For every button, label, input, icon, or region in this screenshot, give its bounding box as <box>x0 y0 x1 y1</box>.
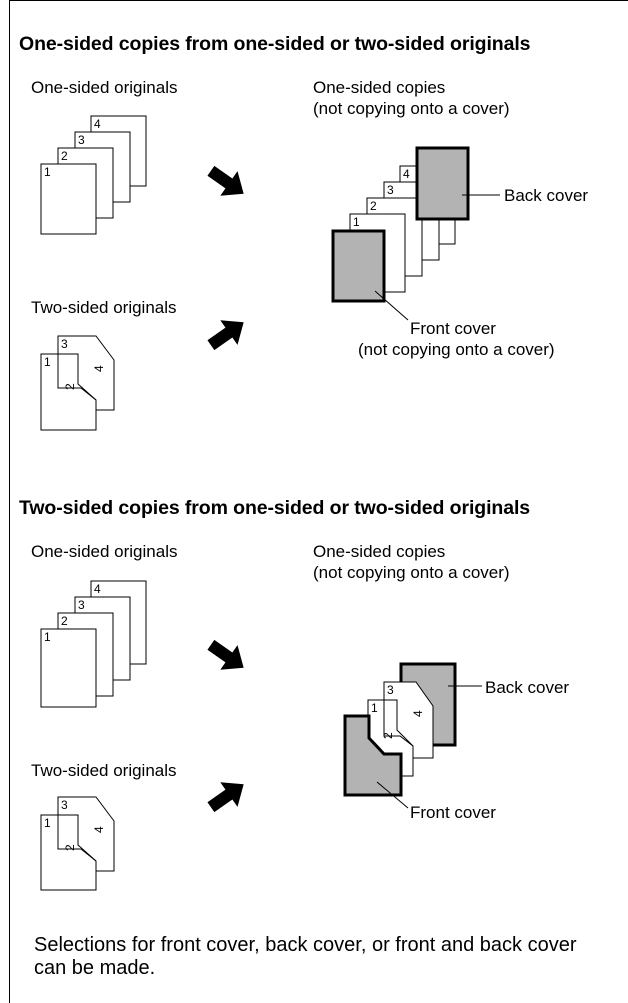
svg-text:3: 3 <box>78 598 85 612</box>
s1-two-sided-originals <box>40 335 115 431</box>
s2-two-sided-page-numbers: 31 2 4 <box>44 798 106 851</box>
s2-back-cover-label: Back cover <box>485 678 570 697</box>
s2-front-cover-label: Front cover <box>410 803 496 822</box>
svg-text:4: 4 <box>92 826 106 833</box>
svg-text:4: 4 <box>411 710 425 717</box>
s2-arrow-up-icon <box>202 771 253 820</box>
s1-two-sided-page-numbers: 31 2 4 <box>44 337 106 390</box>
svg-text:4: 4 <box>94 582 101 596</box>
svg-text:2: 2 <box>63 844 77 851</box>
s2-copies-page-numbers: 31 2 4 <box>371 683 425 739</box>
svg-text:4: 4 <box>94 117 101 131</box>
footer-note: Selections for front cover, back cover, … <box>34 934 577 979</box>
s2-one-sided-originals-stack <box>40 580 147 708</box>
svg-text:2: 2 <box>61 149 68 163</box>
s1-one-sided-originals-label: One-sided originals <box>31 78 178 97</box>
s2-two-sided-originals <box>40 796 115 891</box>
s2-arrow-down-icon <box>202 632 253 681</box>
s1-arrow-down-icon <box>202 158 253 207</box>
s1-two-sided-originals-label: Two-sided originals <box>31 298 177 317</box>
s1-one-sided-originals-stack <box>40 115 147 235</box>
s2-two-sided-originals-label: Two-sided originals <box>31 761 177 780</box>
svg-text:3: 3 <box>387 683 394 697</box>
s2-copies-sublabel: (not copying onto a cover) <box>313 563 510 582</box>
svg-text:3: 3 <box>61 798 68 812</box>
s2-one-sided-originals-label: One-sided originals <box>31 542 178 561</box>
s2-front-cover-leader <box>376 781 409 809</box>
svg-text:1: 1 <box>44 630 51 644</box>
svg-text:1: 1 <box>44 816 51 830</box>
s2-copies-label: One-sided copies <box>313 542 446 561</box>
svg-text:2: 2 <box>370 199 377 213</box>
svg-text:4: 4 <box>92 365 106 372</box>
svg-text:3: 3 <box>387 183 394 197</box>
s1-back-cover-label: Back cover <box>504 186 589 205</box>
svg-text:3: 3 <box>61 337 68 351</box>
svg-text:1: 1 <box>44 165 51 179</box>
svg-text:4: 4 <box>403 167 410 181</box>
s1-front-cover-sublabel: (not copying onto a cover) <box>358 340 555 359</box>
svg-text:2: 2 <box>61 614 68 628</box>
s2-front-cover-sheet <box>343 714 403 797</box>
s1-one-sided-page-numbers: 43 21 <box>44 117 101 179</box>
svg-text:3: 3 <box>78 133 85 147</box>
s2-one-sided-page-numbers: 43 21 <box>44 582 101 644</box>
svg-text:1: 1 <box>44 355 51 369</box>
section1-heading: One-sided copies from one-sided or two-s… <box>19 33 531 55</box>
s1-front-cover-sheet <box>331 229 386 303</box>
svg-text:2: 2 <box>63 383 77 390</box>
svg-text:1: 1 <box>353 215 360 229</box>
s1-copies-page-numbers: 43 21 <box>353 167 410 229</box>
s1-front-cover-label: Front cover <box>410 319 496 338</box>
svg-text:1: 1 <box>371 701 378 715</box>
s1-back-cover-sheet <box>415 146 470 221</box>
s1-arrow-up-icon <box>202 309 253 358</box>
section2-heading: Two-sided copies from one-sided or two-s… <box>19 497 531 519</box>
s1-copies-label: One-sided copies <box>313 78 446 97</box>
svg-text:2: 2 <box>381 732 395 739</box>
s1-copies-sublabel: (not copying onto a cover) <box>313 99 510 118</box>
page-frame <box>9 0 628 1003</box>
s1-front-cover-leader <box>374 290 409 321</box>
